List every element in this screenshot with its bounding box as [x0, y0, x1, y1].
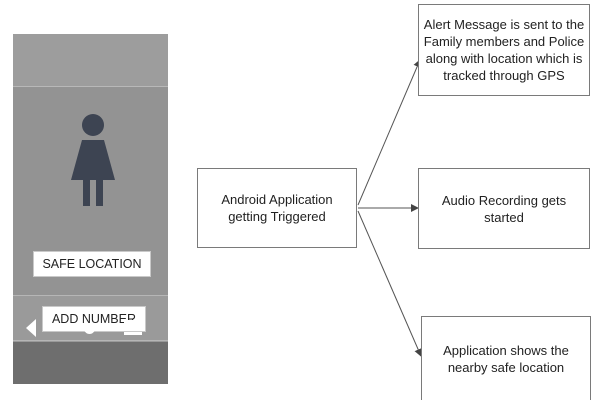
node-audio-recording-label: Audio Recording gets started	[441, 192, 567, 225]
safe-location-button[interactable]: SAFE LOCATION	[33, 251, 151, 277]
phone-status-area	[13, 34, 168, 87]
menu-icon[interactable]	[124, 320, 142, 336]
node-safe-location: Application shows the nearby safe locati…	[421, 316, 591, 400]
woman-icon	[71, 114, 115, 206]
node-android-triggered: Android Application getting Triggered	[197, 168, 357, 248]
phone-divider	[13, 340, 168, 341]
home-icon[interactable]	[84, 323, 95, 334]
node-alert-message-label: Alert Message is sent to the Family memb…	[423, 17, 585, 83]
node-alert-message: Alert Message is sent to the Family memb…	[418, 4, 590, 96]
arrow-to-safe-location	[357, 210, 422, 357]
phone-navbar	[13, 342, 168, 384]
phone-divider	[13, 295, 168, 296]
node-audio-recording: Audio Recording gets started	[418, 168, 590, 249]
phone-mockup: SAFE LOCATION ADD NUMBER	[13, 34, 168, 384]
node-android-triggered-label: Android Application getting Triggered	[221, 192, 333, 224]
back-icon[interactable]	[26, 319, 36, 337]
arrow-to-alert	[357, 59, 421, 206]
node-safe-location-label: Application shows the nearby safe locati…	[443, 342, 569, 375]
